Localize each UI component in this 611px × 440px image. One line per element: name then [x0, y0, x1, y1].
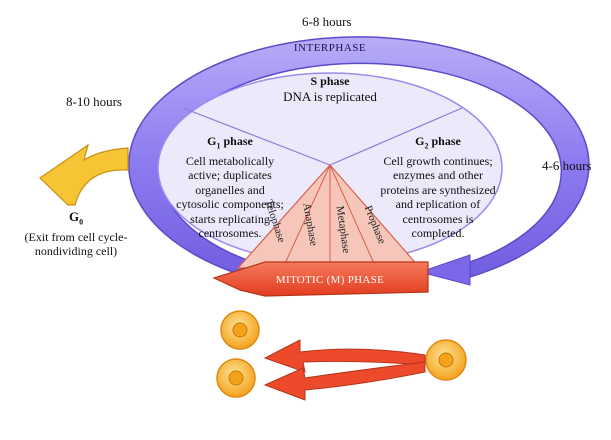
g2-line-2: enzymes and other	[393, 168, 483, 183]
g1-line-5: starts replicating	[190, 211, 270, 226]
g2-phase-block: G2 phase Cell growth continues; enzymes …	[368, 134, 508, 241]
g2-line-6: completed.	[411, 226, 465, 241]
g1-phase-block: G1 phase Cell metabolically active; dupl…	[170, 134, 290, 241]
s-phase-duration: 6-8 hours	[302, 14, 352, 29]
interphase-label: INTERPHASE	[294, 42, 366, 54]
g1-line-2: active; duplicates	[188, 168, 272, 183]
divider-s-g2	[329, 107, 463, 166]
daughter-cell-lower	[216, 358, 256, 398]
g0-block: G0 (Exit from cell cycle- nondividing ce…	[6, 210, 146, 258]
split-arrow-upper	[263, 339, 426, 373]
g2-line-3: proteins are synthesized	[380, 182, 496, 197]
daughter-cell-upper	[220, 310, 260, 350]
g1-line-6: centrosomes.	[198, 226, 262, 241]
g2-phase-duration: 4-6 hours	[542, 158, 592, 173]
g2-line-4: and replication of	[395, 197, 481, 212]
s-phase-desc: DNA is replicated	[283, 89, 377, 104]
wedge-line-1	[282, 164, 331, 269]
g1-phase-duration: 8-10 hours	[66, 94, 122, 109]
g0-line-2: nondividing cell)	[34, 243, 118, 258]
mitotic-label: MITOTIC (M) PHASE	[276, 274, 384, 286]
wedge-line-3	[329, 164, 377, 269]
g1-line-4: cytosolic components;	[176, 197, 284, 212]
g0-line-1: (Exit from cell cycle-	[24, 229, 128, 244]
s-phase-title: S phase	[310, 74, 350, 88]
g1-phase-title: G1 phase	[207, 134, 253, 151]
g2-phase-title: G2 phase	[415, 134, 461, 151]
divider-g1-s	[182, 107, 331, 166]
s-phase-block: S phase DNA is replicated	[270, 74, 390, 105]
split-arrow-lower	[263, 361, 426, 401]
g0-exit-arrow	[39, 143, 129, 206]
mitotic-arrow	[212, 261, 429, 297]
g1-line-3: organelles and	[195, 182, 265, 197]
g2-line-1: Cell growth continues;	[383, 153, 493, 168]
parent-cell	[425, 339, 467, 381]
g2-line-5: centrosomes is	[402, 211, 474, 226]
g0-title: G0	[68, 209, 84, 227]
interphase-arrowhead	[418, 254, 471, 286]
g1-line-1: Cell metabolically	[185, 153, 275, 168]
